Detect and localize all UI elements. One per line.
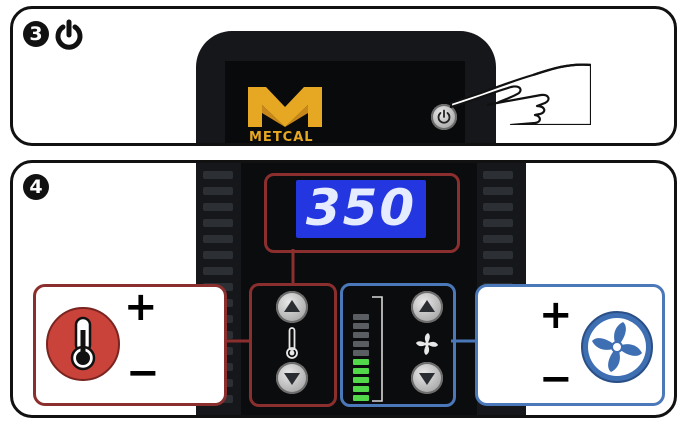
fan-level-bar [351, 307, 373, 401]
fan-level-segment [353, 350, 369, 356]
arrow-up-icon [419, 300, 435, 312]
step-3-number: 3 [23, 21, 49, 47]
thermometer-icon [286, 327, 298, 359]
temperature-minus-label: − [126, 350, 160, 396]
fan-up-button[interactable] [411, 291, 443, 323]
step-4-panel: 4 350 [10, 160, 677, 418]
step-3-panel: 3 METCAL [10, 6, 677, 146]
fan-level-segment [353, 341, 369, 347]
temperature-up-button[interactable] [276, 291, 308, 323]
fan-icon [416, 333, 438, 355]
pointing-hand-icon [449, 63, 591, 125]
fan-buttons-frame [340, 283, 456, 407]
fan-level-segment [353, 368, 369, 374]
fan-icon [581, 311, 653, 383]
fan-level-segment [353, 323, 369, 329]
thermometer-icon [46, 307, 120, 381]
fan-level-segment [353, 386, 369, 392]
temperature-buttons-frame [249, 283, 337, 407]
arrow-down-icon [284, 373, 300, 385]
fan-level-segments [353, 314, 369, 401]
fan-down-button[interactable] [411, 362, 443, 394]
fan-level-bracket [372, 296, 383, 402]
fan-minus-label: − [539, 356, 573, 402]
temperature-down-button[interactable] [276, 362, 308, 394]
fan-level-segment [353, 359, 369, 365]
fan-level-segment [353, 395, 369, 401]
temperature-display [296, 180, 426, 238]
metcal-logo [248, 87, 322, 127]
temperature-display-value: 350 [305, 179, 417, 237]
fan-level-segment [353, 377, 369, 383]
arrow-down-icon [419, 373, 435, 385]
power-button[interactable] [431, 104, 457, 130]
fan-level-segment [353, 314, 369, 320]
temperature-plus-label: + [124, 284, 158, 330]
power-icon [437, 109, 451, 124]
fan-plus-label: + [539, 292, 573, 338]
fan-level-segment [353, 332, 369, 338]
power-icon [55, 19, 83, 50]
display-callout-frame [264, 173, 460, 253]
temperature-control-callout [33, 284, 227, 406]
step-4-number: 4 [23, 174, 49, 200]
arrow-up-icon [284, 300, 300, 312]
brand-name: METCAL [249, 130, 314, 145]
